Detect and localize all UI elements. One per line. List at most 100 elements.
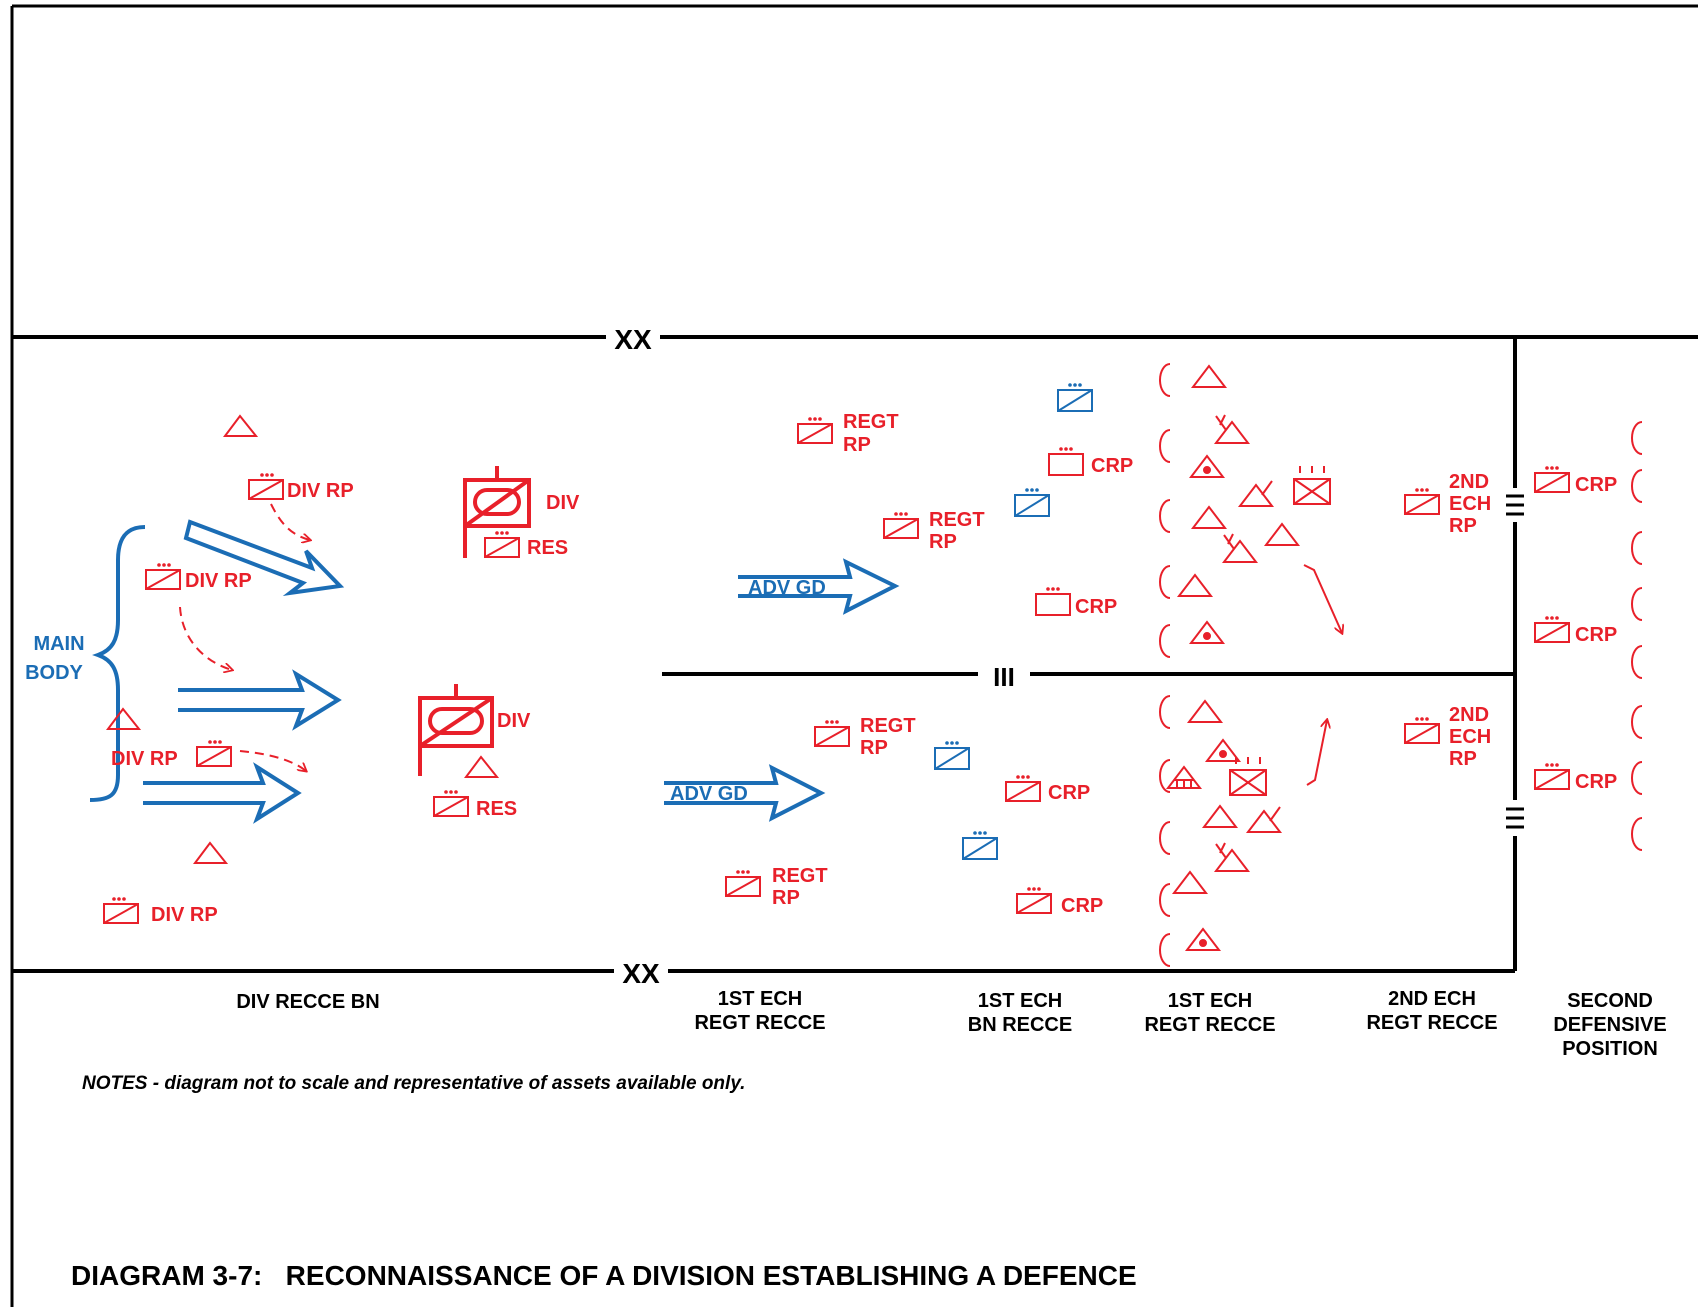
div-rp-label: DIV RP (151, 904, 218, 926)
crp-label: CRP (1075, 596, 1117, 618)
rp-label: RP (1449, 515, 1477, 537)
zone-caption: 1ST ECH (1168, 990, 1252, 1012)
op-triangle (1190, 364, 1228, 388)
rp-label: RP (772, 887, 800, 909)
observation-post-dot-triangles (1184, 454, 1242, 951)
zone-caption: REGT RECCE (1144, 1014, 1275, 1036)
zone-caption: SECOND (1567, 990, 1653, 1012)
zone-caption: BN RECCE (968, 1014, 1072, 1036)
zone-caption: DEFENSIVE (1553, 1014, 1666, 1036)
recce-symbol (1534, 622, 1570, 643)
recce-symbol (1534, 472, 1570, 493)
defensive-arcs-forward (1159, 363, 1171, 967)
zone-caption: POSITION (1562, 1038, 1658, 1060)
regt-label: REGT (843, 411, 899, 433)
crp-label: CRP (1575, 624, 1617, 646)
recce-symbol (145, 569, 181, 590)
recce-symbol (1404, 494, 1440, 515)
recce-symbol (962, 837, 998, 860)
recce-symbol (433, 796, 469, 817)
div-label: DIV (546, 492, 580, 514)
friendly-recce-symbols (934, 389, 1093, 860)
recce-symbol (725, 876, 761, 897)
zone-captions: DIV RECCE BN 1ST ECH REGT RECCE 1ST ECH … (236, 988, 1666, 1060)
main-body-advance-arrow-1 (183, 519, 345, 597)
defensive-arcs-second-position (1631, 421, 1643, 851)
observation-post-antenna-triangles (1213, 414, 1283, 872)
recce-symbol (1534, 769, 1570, 790)
recce-symbol (248, 479, 284, 500)
recce-symbol (1057, 389, 1093, 412)
rp-label: RP (860, 737, 888, 759)
recce-symbol (103, 903, 139, 924)
second-label: 2ND (1449, 471, 1489, 493)
adv-gd-label-upper: ADV GD (748, 577, 826, 599)
recce-symbol (484, 537, 520, 558)
main-body-advance-arrow-2 (178, 669, 342, 731)
regt-label: REGT (860, 715, 916, 737)
op-triangle (193, 841, 229, 864)
regt-label: REGT (772, 865, 828, 887)
op-triangle (464, 755, 500, 778)
dashed-movement-arrows (179, 503, 310, 771)
div-label: DIV (497, 710, 531, 732)
adv-gd-arrow-lower (664, 764, 826, 822)
crp-box (1035, 593, 1071, 616)
artillery-observation-symbol (1165, 765, 1203, 789)
crp-label: CRP (1061, 895, 1103, 917)
op-triangle (223, 414, 259, 437)
rp-label: RP (929, 531, 957, 553)
friendly-recce-dots (945, 383, 1082, 835)
zone-caption: REGT RECCE (694, 1012, 825, 1034)
rp-label: RP (1449, 748, 1477, 770)
ech-label: ECH (1449, 726, 1491, 748)
rp-label: RP (843, 434, 871, 456)
recce-symbol (1016, 893, 1052, 914)
observation-triangles (106, 364, 1301, 894)
recce-symbol (814, 726, 850, 747)
enemy-recce-symbols (103, 423, 1570, 924)
enemy-recce-dots (112, 417, 1559, 901)
recce-symbol (934, 747, 970, 770)
op-triangle (1176, 573, 1214, 597)
division-marker-bottom: XX (622, 958, 660, 989)
adv-gd-label-lower: ADV GD (670, 783, 748, 805)
res-label: RES (476, 798, 517, 820)
main-body-label-1: MAIN (33, 633, 84, 655)
zone-caption: DIV RECCE BN (236, 991, 379, 1013)
crp-label: CRP (1575, 771, 1617, 793)
zone-caption: 1ST ECH (718, 988, 802, 1010)
crp-label: CRP (1091, 455, 1133, 477)
recce-symbol (1005, 781, 1041, 802)
recce-symbol (196, 746, 232, 767)
main-body-advance-arrow-3 (143, 762, 302, 824)
op-triangle (106, 707, 142, 730)
recce-symbol (883, 518, 919, 539)
zone-caption: 1ST ECH (978, 990, 1062, 1012)
div-rp-label: DIV RP (111, 748, 178, 770)
div-hq-symbol-lower (418, 684, 494, 776)
boundary-ticks-upper (1506, 494, 1524, 516)
zone-caption: 2ND ECH (1388, 988, 1476, 1010)
crossed-box-symbols (1229, 466, 1331, 796)
zone-caption: REGT RECCE (1366, 1012, 1497, 1034)
main-body-brace (89, 525, 146, 802)
div-rp-label: DIV RP (185, 570, 252, 592)
op-triangle (1171, 870, 1209, 894)
route-arrows (1303, 564, 1342, 786)
crp-label: CRP (1575, 474, 1617, 496)
ech-label: ECH (1449, 493, 1491, 515)
diagram-title: DIAGRAM 3-7: RECONNAISSANCE OF A DIVISIO… (71, 1260, 1137, 1291)
unit-labels: DIV RP DIV RP DIV RP DIV RP DIV RES DIV … (111, 411, 1617, 926)
recce-symbol (1014, 494, 1050, 517)
div-rp-label: DIV RP (287, 480, 354, 502)
div-hq-symbol-upper (463, 466, 531, 558)
res-label: RES (527, 537, 568, 559)
op-triangle (1263, 522, 1301, 546)
op-triangle (1186, 699, 1224, 723)
second-label: 2ND (1449, 704, 1489, 726)
crp-box (1048, 453, 1084, 476)
boundary-ticks-lower (1506, 807, 1524, 829)
recce-symbol (797, 423, 833, 444)
op-triangle (1201, 804, 1239, 828)
